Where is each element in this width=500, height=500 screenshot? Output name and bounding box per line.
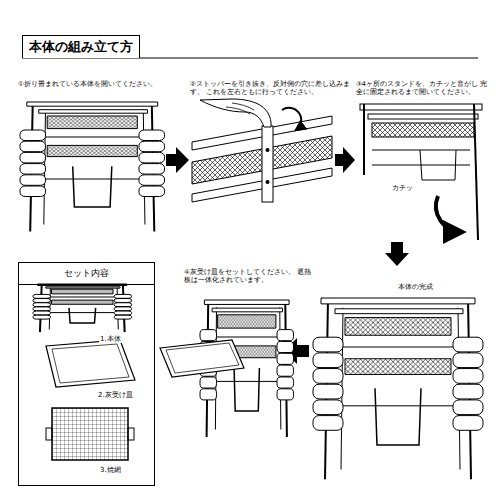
result-label: 本体の完成 (398, 283, 433, 292)
step-arrow (166, 147, 189, 173)
completed-body (313, 298, 483, 479)
part-ash-tray (46, 340, 135, 387)
step-arrow (385, 242, 409, 266)
step-instruction: ③4ヶ所のスタンドを、カチッと音がし 完全に固定されるまで開いてください。 (356, 80, 490, 97)
stopper-detail (192, 99, 332, 202)
step-arrow (335, 147, 355, 173)
stand-detail (360, 104, 482, 240)
sound-label: カチッ (392, 184, 413, 193)
part-name: 3.焼網 (99, 466, 122, 474)
ash-tray (160, 340, 244, 377)
part-name: 1.本体 (99, 335, 122, 343)
part-body (33, 284, 132, 332)
step-instruction: ①折り畳まれている本体を開いてください。 (18, 80, 180, 88)
folded-body (20, 102, 165, 232)
step-instruction: ②ストッパーを引き抜き、反対側の穴に差し込みます。 これを左右ともに行ってくださ… (190, 80, 352, 97)
title: 本体の組み立て方 (22, 35, 140, 58)
part-name: 2.灰受け皿 (97, 391, 134, 399)
set-contents-box: セット内容 1.本体 2.灰受け皿 3.焼網 (18, 262, 155, 486)
step-instruction: ④灰受け皿をセットしてください。 遮熱板は一体化されています。 (184, 268, 312, 285)
part-grill-net (46, 408, 134, 460)
box-heading: セット内容 (19, 263, 154, 285)
